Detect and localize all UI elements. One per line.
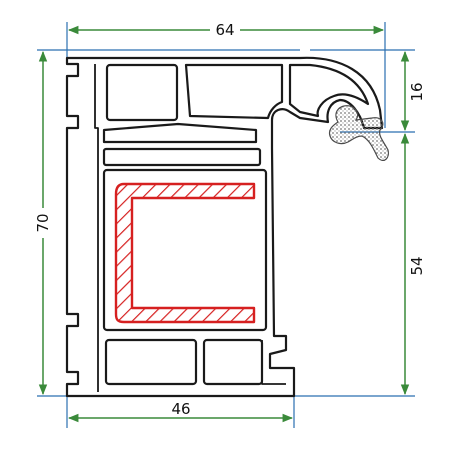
dim-right-upper-height: 16 xyxy=(408,82,426,101)
dim-left-height: 70 xyxy=(34,213,52,232)
seal-gasket xyxy=(328,105,389,162)
dim-right-lower-height: 54 xyxy=(408,256,426,275)
profile-outer-contour xyxy=(65,56,384,398)
dim-bottom-width: 46 xyxy=(171,400,190,418)
chamber-thin xyxy=(102,147,262,167)
dim-top-width: 64 xyxy=(215,21,234,39)
chamber-top-left xyxy=(105,63,179,122)
pvc-profile xyxy=(65,56,384,398)
extension-lines xyxy=(37,22,415,428)
chamber-main xyxy=(102,168,268,332)
chamber-bottom-right xyxy=(202,338,264,386)
chamber-bottom-left xyxy=(104,338,198,386)
dimension-labels: 64 46 70 16 54 xyxy=(33,20,426,418)
chamber-top-right xyxy=(288,63,370,118)
steel-reinforcement xyxy=(114,182,256,324)
chamber-top-mid xyxy=(184,63,284,120)
chamber-wedge xyxy=(102,122,258,144)
